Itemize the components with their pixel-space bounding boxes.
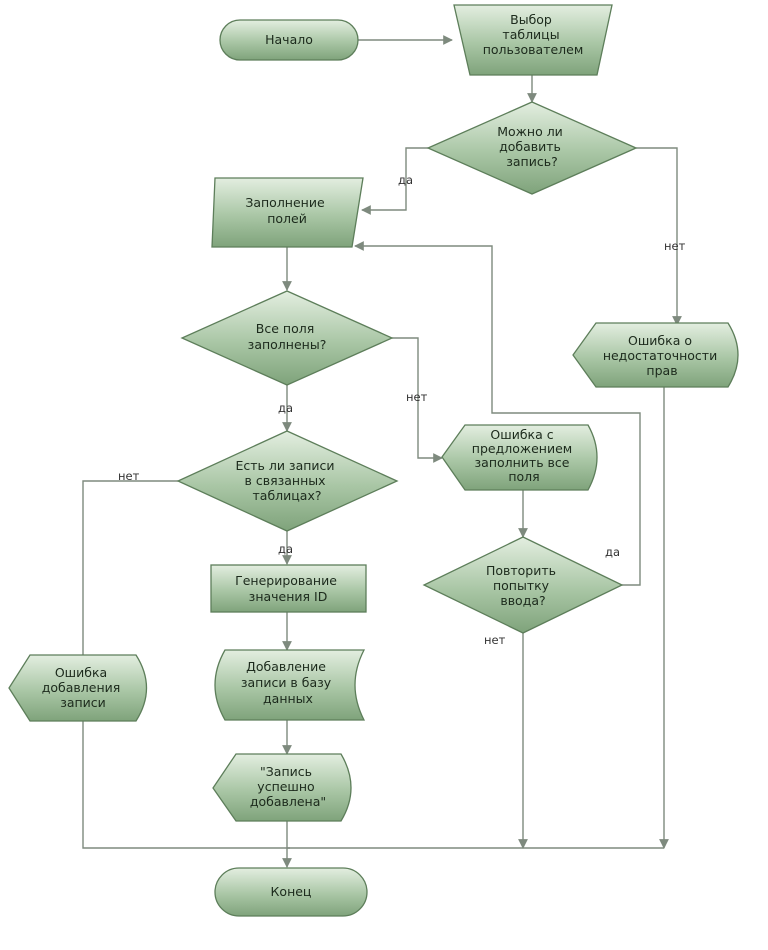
label-linked-no: нет bbox=[118, 469, 140, 483]
access-error-label: Ошибка о недостаточности прав bbox=[603, 333, 721, 378]
success-line-1: "Запись bbox=[260, 764, 312, 779]
linked-records-line-3: таблицах? bbox=[253, 488, 322, 503]
generate-id-process bbox=[210, 564, 367, 613]
select-table-line-2: таблицы bbox=[502, 27, 559, 42]
fill-error-line-3: заполнить все bbox=[475, 455, 570, 470]
label-all-filled-no: нет bbox=[406, 390, 428, 404]
fill-error-line-1: Ошибка с bbox=[490, 427, 553, 442]
all-filled-label: Все поля заполнены? bbox=[248, 321, 327, 352]
access-error-line-2: недостаточности bbox=[603, 348, 717, 363]
fill-error-display bbox=[441, 424, 598, 491]
add-error-display bbox=[8, 654, 148, 722]
add-error-label: Ошибка добавления записи bbox=[42, 665, 125, 710]
end-label: Конец bbox=[271, 884, 312, 899]
retry-label: Повторить попытку ввода? bbox=[486, 563, 560, 608]
add-record-line-1: Добавление bbox=[246, 659, 326, 674]
retry-line-3: ввода? bbox=[500, 593, 545, 608]
success-line-3: добавлена" bbox=[250, 794, 326, 809]
generate-id-label: Генерирование значения ID bbox=[235, 573, 341, 604]
fill-error-label: Ошибка с предложением заполнить все поля bbox=[472, 427, 576, 484]
can-add-label: Можно ли добавить запись? bbox=[497, 124, 567, 169]
all-filled-line-1: Все поля bbox=[256, 321, 314, 336]
edge-can-add-no bbox=[636, 147, 682, 326]
select-table-line-3: пользователем bbox=[483, 42, 584, 57]
linked-records-diamond bbox=[176, 430, 399, 532]
end-terminator bbox=[214, 867, 368, 917]
access-error-display bbox=[572, 322, 739, 388]
add-record-line-2: записи в базу bbox=[241, 675, 332, 690]
all-filled-diamond bbox=[180, 290, 394, 386]
success-label: "Запись успешно добавлена" bbox=[250, 764, 326, 809]
label-retry-no: нет bbox=[484, 633, 506, 647]
add-error-line-3: записи bbox=[60, 695, 106, 710]
shapes bbox=[8, 4, 739, 917]
start-terminator bbox=[219, 19, 359, 61]
end-line-1: Конец bbox=[271, 884, 312, 899]
can-add-line-2: добавить bbox=[499, 139, 561, 154]
add-error-line-2: добавления bbox=[42, 680, 121, 695]
fill-fields-line-2: полей bbox=[267, 211, 307, 226]
linked-records-line-2: в связанных bbox=[244, 473, 325, 488]
linked-records-line-1: Есть ли записи bbox=[235, 458, 334, 473]
edge-labels: да нет нет да нет да да нет bbox=[118, 173, 686, 647]
add-record-storage bbox=[214, 649, 366, 721]
add-error-line-1: Ошибка bbox=[55, 665, 107, 680]
start-line-1: Начало bbox=[265, 32, 313, 47]
can-add-diamond bbox=[426, 101, 638, 195]
edges bbox=[82, 35, 682, 868]
retry-diamond bbox=[422, 536, 624, 634]
fill-fields-label: Заполнение полей bbox=[245, 195, 328, 226]
label-linked-yes: да bbox=[278, 542, 293, 556]
generate-id-line-1: Генерирование bbox=[235, 573, 337, 588]
select-table-line-1: Выбор bbox=[510, 12, 552, 27]
can-add-line-3: запись? bbox=[506, 154, 557, 169]
success-display bbox=[212, 753, 352, 822]
generate-id-line-2: значения ID bbox=[249, 589, 328, 604]
fill-fields-line-1: Заполнение bbox=[245, 195, 325, 210]
fill-error-line-2: предложением bbox=[472, 441, 572, 456]
all-filled-line-2: заполнены? bbox=[248, 337, 327, 352]
edge-retry-yes bbox=[354, 241, 641, 586]
access-error-line-1: Ошибка о bbox=[628, 333, 692, 348]
select-table-label: Выбор таблицы пользователем bbox=[483, 12, 584, 57]
label-can-add-no: нет bbox=[664, 239, 686, 253]
start-label: Начало bbox=[265, 32, 313, 47]
fill-fields-parallelogram bbox=[211, 177, 364, 248]
add-record-line-3: данных bbox=[263, 691, 313, 706]
retry-line-2: попытку bbox=[493, 578, 550, 593]
edge-all-filled-no bbox=[392, 337, 443, 463]
select-table-trapezoid bbox=[453, 4, 613, 76]
label-retry-yes: да bbox=[605, 545, 620, 559]
linked-records-label: Есть ли записи в связанных таблицах? bbox=[235, 458, 338, 503]
node-labels: Начало Выбор таблицы пользователем Можно… bbox=[42, 12, 721, 899]
can-add-line-1: Можно ли bbox=[497, 124, 563, 139]
retry-line-1: Повторить bbox=[486, 563, 556, 578]
label-can-add-yes: да bbox=[398, 173, 413, 187]
fill-error-line-4: поля bbox=[508, 469, 539, 484]
label-all-filled-yes: да bbox=[278, 401, 293, 415]
access-error-line-3: прав bbox=[646, 363, 677, 378]
add-record-label: Добавление записи в базу данных bbox=[241, 659, 335, 706]
success-line-2: успешно bbox=[257, 779, 314, 794]
edge-can-add-yes bbox=[361, 147, 428, 215]
